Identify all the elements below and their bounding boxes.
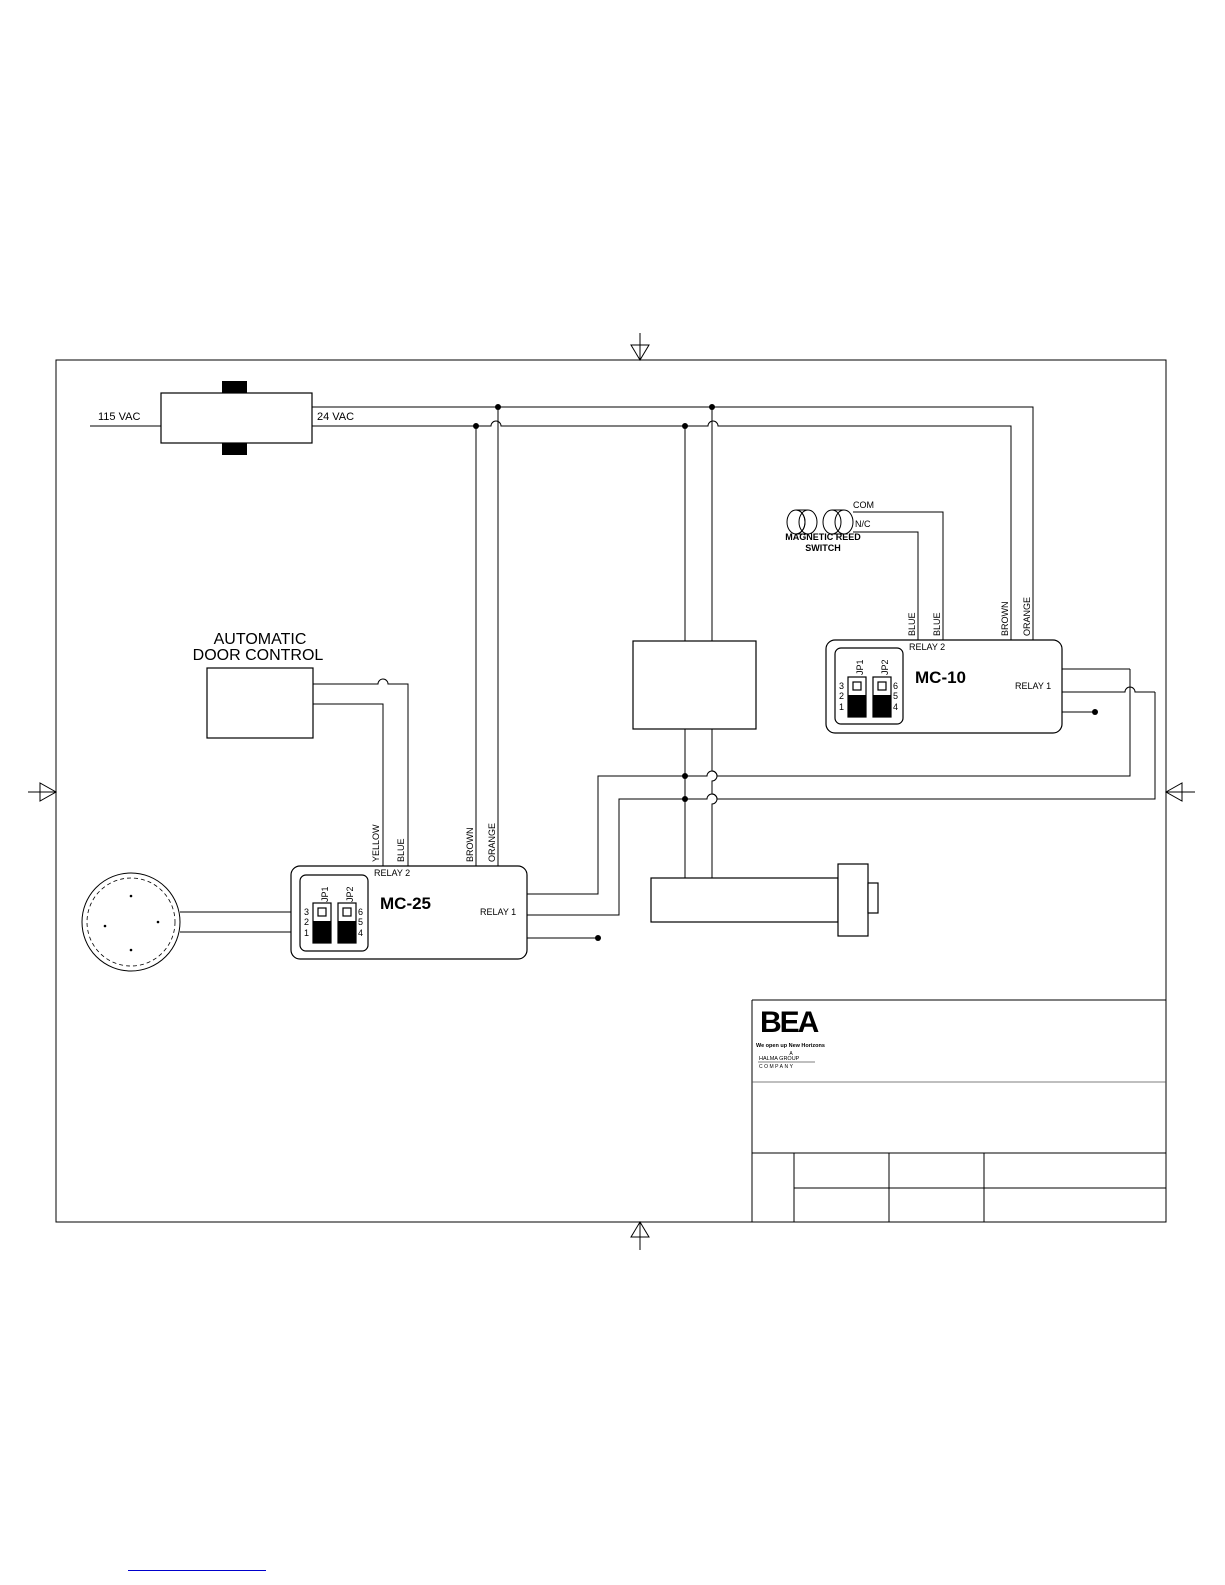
reed-switch-label-line1: MAGNETIC REED	[785, 532, 861, 542]
footer-link-underline[interactable]	[128, 1570, 266, 1571]
power-bus	[312, 404, 1033, 866]
mc25-wire-blue: BLUE	[396, 838, 406, 862]
top-center-marker	[631, 333, 649, 360]
center-device-box	[633, 641, 756, 729]
mc10-pin-5: 5	[893, 691, 898, 701]
push-plate	[82, 873, 291, 971]
mc10-wire-orange: ORANGE	[1022, 597, 1032, 636]
mc25-jp1-label: JP1	[320, 886, 330, 902]
mc10-pin-6: 6	[893, 681, 898, 691]
left-center-marker	[28, 783, 56, 801]
mc10-relay2-label: RELAY 2	[909, 642, 945, 652]
bea-logo: BEA	[760, 1006, 819, 1039]
mc10-pin-3: 3	[839, 681, 844, 691]
center-device-wiring	[682, 729, 717, 878]
mc10-title: MC-10	[915, 668, 966, 687]
reed-switch-label-line2: SWITCH	[805, 543, 841, 553]
mc10-pin-1: 1	[839, 702, 844, 712]
mc25-relay1-label: RELAY 1	[480, 907, 516, 917]
door-control-wiring	[313, 679, 408, 866]
mc25-pin-5: 5	[358, 917, 363, 927]
output-voltage-label: 24 VAC	[317, 411, 354, 423]
magnetic-reed-switch	[787, 510, 943, 640]
mc10-wire-blue-2: BLUE	[932, 612, 942, 636]
bottom-center-marker	[631, 1222, 649, 1250]
mc10-jp2-label: JP2	[880, 659, 890, 675]
door-control-label-line2: DOOR CONTROL	[193, 647, 324, 664]
door-control-label-line1: AUTOMATIC	[214, 631, 307, 648]
input-voltage-label: 115 VAC	[98, 411, 140, 423]
mc25-pin-1: 1	[304, 928, 309, 938]
mc25-title: MC-25	[380, 894, 431, 913]
bea-tagline: We open up New Horizons	[756, 1043, 825, 1049]
mc10-relay1-label: RELAY 1	[1015, 681, 1051, 691]
mc10-jp1-label: JP1	[855, 659, 865, 675]
automatic-door-control-box	[207, 668, 313, 738]
reed-switch-com-label: COM	[853, 500, 874, 510]
halma-group-label: HALMA GROUP	[759, 1056, 800, 1062]
mc25-pin-6: 6	[358, 907, 363, 917]
halma-company-label: COMPANY	[759, 1064, 794, 1070]
mc25-pin-3: 3	[304, 907, 309, 917]
mc25-relay2-label: RELAY 2	[374, 868, 410, 878]
mc25-wire-yellow: YELLOW	[371, 824, 381, 862]
mc25-pin-4: 4	[358, 928, 363, 938]
mc25-jp2-label: JP2	[345, 886, 355, 902]
mc10-relay1-wiring	[1062, 669, 1155, 715]
mc25-wire-orange: ORANGE	[487, 823, 497, 862]
mc10-pin-4: 4	[893, 702, 898, 712]
drawing-border	[56, 360, 1166, 1222]
mc10-wire-brown: BROWN	[1000, 602, 1010, 637]
mc10-pin-2: 2	[839, 691, 844, 701]
right-center-marker	[1166, 783, 1195, 801]
mc10-wire-blue-1: BLUE	[907, 612, 917, 636]
mc25-pin-2: 2	[304, 917, 309, 927]
reed-switch-nc-label: N/C	[855, 519, 871, 529]
mc25-wire-brown: BROWN	[465, 828, 475, 863]
